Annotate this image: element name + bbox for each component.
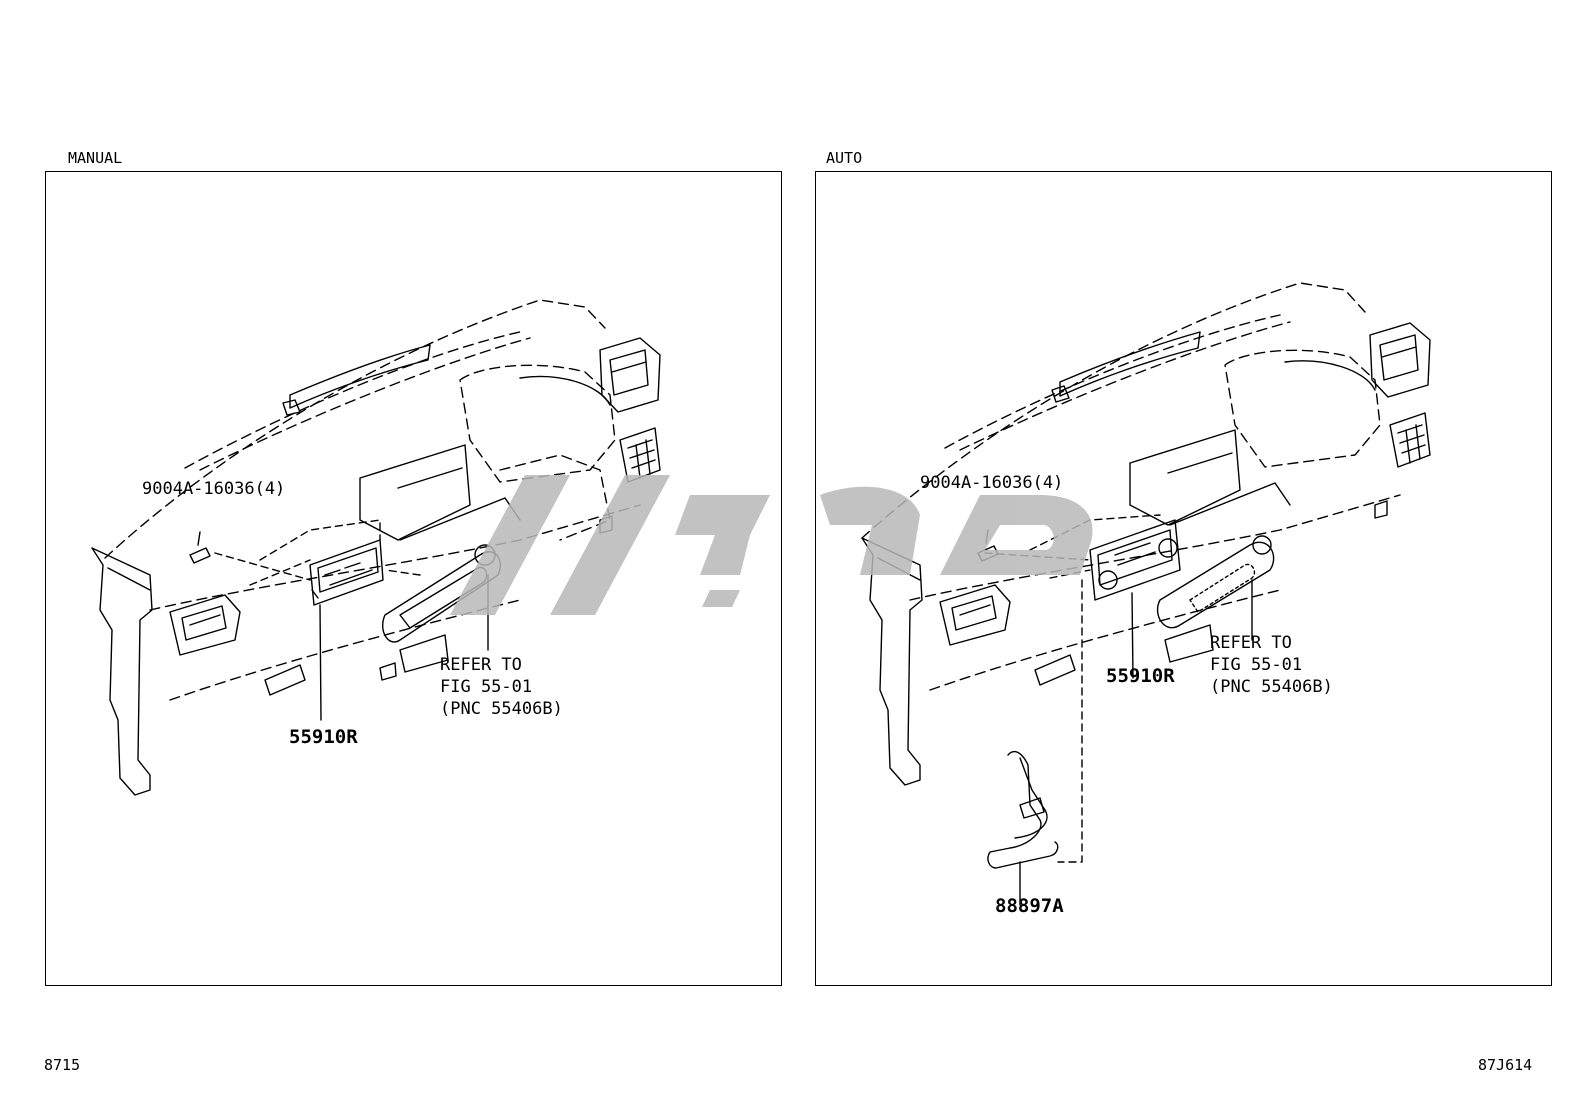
auto-panel-title: AUTO bbox=[826, 149, 863, 167]
manual-screw-callout: 9004A-16036(4) bbox=[142, 479, 286, 499]
manual-panel-title: MANUAL bbox=[68, 149, 123, 167]
footer-left-code: 8715 bbox=[44, 1056, 81, 1074]
auto-part-55910r-label: 55910R bbox=[1106, 665, 1175, 687]
watermark-logo bbox=[450, 475, 1093, 615]
auto-hose-88897a-label: 88897A bbox=[995, 895, 1064, 917]
manual-part-55910r-label: 55910R bbox=[289, 726, 358, 748]
footer-right-code: 87J614 bbox=[1478, 1056, 1533, 1074]
auto-refer-line-2: FIG 55-01 bbox=[1210, 655, 1303, 675]
manual-panel-frame bbox=[45, 171, 782, 986]
manual-refer-line-2: FIG 55-01 bbox=[440, 677, 533, 697]
manual-refer-line-1: REFER TO bbox=[440, 655, 522, 675]
manual-dashboard-illustration bbox=[91, 299, 661, 796]
auto-panel-frame bbox=[815, 171, 1552, 986]
manual-refer-line-3: (PNC 55406B) bbox=[440, 699, 563, 719]
auto-refer-line-1: REFER TO bbox=[1210, 633, 1292, 653]
auto-screw-callout: 9004A-16036(4) bbox=[920, 473, 1064, 493]
auto-refer-line-3: (PNC 55406B) bbox=[1210, 677, 1333, 697]
